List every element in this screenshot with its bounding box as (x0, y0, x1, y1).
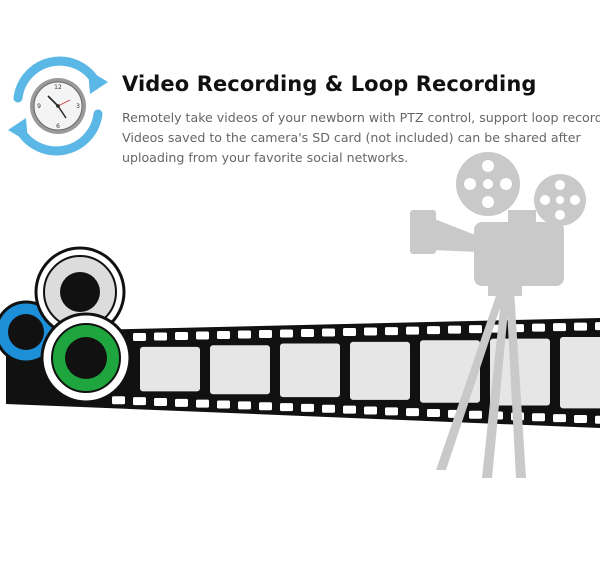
sprocket-hole (154, 332, 167, 341)
svg-text:12: 12 (54, 84, 62, 91)
green-reel (40, 312, 132, 404)
film-frames (140, 336, 600, 409)
sprocket-hole (406, 408, 419, 417)
description-line: Videos saved to the camera's SD card (no… (122, 130, 581, 145)
film-frame (350, 341, 410, 400)
svg-text:9: 9 (37, 103, 41, 110)
sprocket-hole (238, 330, 251, 339)
sprocket-hole (133, 397, 146, 406)
sprocket-hole (343, 405, 356, 414)
film-frame (560, 336, 600, 409)
svg-text:3: 3 (76, 103, 80, 110)
sprocket-hole (196, 399, 209, 408)
sprocket-hole (259, 402, 272, 411)
sprocket-hole (595, 322, 600, 331)
camera-reel-holes (464, 160, 580, 220)
sprocket-hole (301, 403, 314, 412)
sprocket-hole (175, 332, 188, 341)
sprocket-hole (553, 323, 566, 332)
sprocket-hole (280, 403, 293, 412)
sprocket-hole (364, 406, 377, 415)
film-frame (210, 345, 270, 395)
sprocket-hole (238, 401, 251, 410)
film-frame (280, 343, 340, 398)
sprocket-hole (427, 326, 440, 335)
sprocket-hole (259, 330, 272, 339)
film-frame (490, 338, 550, 406)
sprocket-hole (301, 329, 314, 338)
sprocket-hole (112, 396, 125, 405)
sprocket-hole (553, 414, 566, 423)
sprocket-hole (322, 328, 335, 337)
sprocket-hole (448, 325, 461, 334)
sprocket-hole (196, 331, 209, 340)
sprocket-hole (427, 409, 440, 418)
sprocket-hole (574, 414, 587, 423)
film-sprocket-holes-top (112, 322, 600, 342)
sprocket-hole (469, 410, 482, 419)
film-strip (6, 318, 600, 428)
description-line: Remotely take videos of your newborn wit… (122, 110, 600, 125)
feature-title: Video Recording & Loop Recording (122, 72, 537, 96)
sprocket-hole (595, 415, 600, 424)
sprocket-hole (322, 404, 335, 413)
sprocket-hole (574, 322, 587, 331)
description-line: uploading from your favorite social netw… (122, 150, 409, 165)
sprocket-hole (364, 327, 377, 336)
sprocket-hole (469, 325, 482, 334)
sprocket-hole (406, 326, 419, 335)
sprocket-hole (217, 400, 230, 409)
film-frame (140, 346, 200, 392)
sprocket-hole (532, 413, 545, 422)
sprocket-hole (385, 327, 398, 336)
clock-loop-icon: 12 6 9 3 (4, 52, 112, 160)
sprocket-hole (217, 331, 230, 340)
sprocket-hole (532, 323, 545, 332)
sprocket-hole (385, 407, 398, 416)
feature-description: Remotely take videos of your newborn wit… (122, 108, 600, 168)
sprocket-hole (154, 397, 167, 406)
sprocket-hole (175, 398, 188, 407)
sprocket-hole (280, 329, 293, 338)
sprocket-hole (133, 333, 146, 342)
film-reels-icon (0, 246, 132, 404)
sprocket-hole (343, 328, 356, 337)
svg-text:6: 6 (56, 123, 60, 130)
